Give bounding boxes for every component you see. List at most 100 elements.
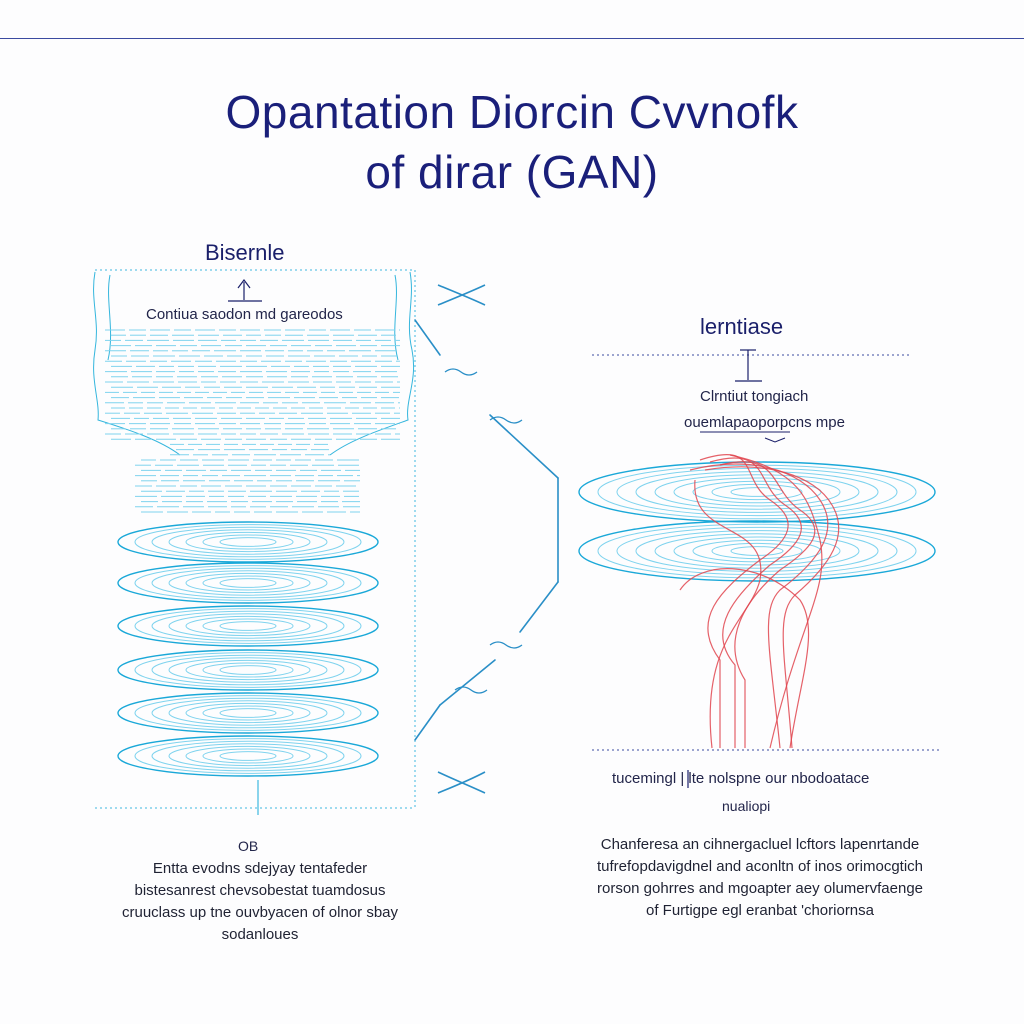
cross-mark-top bbox=[437, 284, 486, 306]
diagram-title: Opantation Diorcin Cvvnofk of dirar (GAN… bbox=[0, 82, 1024, 202]
right-caption: Chanferesa an cihnergacluel lcftors lape… bbox=[560, 834, 960, 922]
disc-ring bbox=[185, 572, 311, 594]
disc-ring bbox=[168, 700, 328, 726]
disc-ring bbox=[134, 524, 362, 560]
left-panel-sublabel: Contiua saodon md gareodos bbox=[146, 306, 343, 323]
disc-ring bbox=[117, 649, 379, 691]
disc-ring bbox=[654, 474, 860, 510]
left-panel-frame bbox=[95, 269, 416, 809]
disc-ring bbox=[117, 521, 379, 563]
right-disc-stack bbox=[578, 461, 936, 582]
disc-ring bbox=[597, 464, 917, 520]
disc-ring bbox=[654, 533, 860, 569]
left-disc-stack bbox=[117, 521, 379, 777]
disc-ring bbox=[219, 665, 277, 675]
left-hatch-block bbox=[105, 329, 400, 513]
disc-ring bbox=[578, 520, 936, 582]
disc-ring bbox=[185, 702, 311, 724]
title-line-2: of dirar (GAN) bbox=[365, 146, 659, 198]
disc-ring bbox=[185, 531, 311, 553]
disc-ring bbox=[151, 567, 345, 599]
right-panel-frame bbox=[592, 354, 940, 751]
disc-ring bbox=[616, 526, 898, 576]
disc-ring bbox=[202, 748, 294, 764]
left-caption-line: cruuclass up tne ouvbyacen of olnor sbay bbox=[122, 904, 398, 921]
right-caption-line: rorson gohrres and mgoapter aey olumervf… bbox=[596, 880, 924, 897]
right-bottom-label-2: nualiopi bbox=[722, 798, 771, 814]
disc-ring bbox=[635, 471, 879, 513]
disc-ring bbox=[202, 618, 294, 634]
right-caption-line: Chanferesa an cihnergacluel lcftors lape… bbox=[600, 836, 920, 853]
disc-ring bbox=[711, 542, 803, 560]
disc-ring bbox=[168, 613, 328, 639]
left-panel-heading: Bisernle bbox=[205, 240, 285, 265]
disc-ring bbox=[134, 652, 362, 688]
disc-ring bbox=[673, 477, 841, 507]
red-flow-lines bbox=[679, 454, 840, 749]
disc-ring bbox=[219, 621, 277, 631]
title-line-1: Opantation Diorcin Cvvnofk bbox=[225, 86, 799, 138]
right-caption-line: of Furtigpe egl eranbat 'choriornsa bbox=[646, 902, 874, 919]
disc-ring bbox=[134, 738, 362, 774]
left-caption-line: sodanloues bbox=[221, 926, 299, 943]
red-flow-line bbox=[719, 461, 816, 748]
cross-mark-bottom bbox=[437, 771, 486, 794]
disc-ring bbox=[578, 461, 936, 523]
disc-ring bbox=[711, 483, 803, 501]
panel-connector bbox=[414, 319, 559, 741]
right-panel-sublabel-2: ouemlapaoporpcns mpe bbox=[684, 414, 845, 431]
disc-ring bbox=[134, 608, 362, 644]
disc-ring bbox=[151, 654, 345, 686]
red-flow-line bbox=[704, 466, 840, 749]
disc-ring bbox=[168, 657, 328, 683]
disc-ring bbox=[185, 745, 311, 767]
disc-ring bbox=[202, 662, 294, 678]
top-rule bbox=[0, 38, 1024, 39]
disc-ring bbox=[673, 536, 841, 566]
disc-ring bbox=[134, 565, 362, 601]
right-panel-heading: lerntiase bbox=[700, 314, 784, 339]
left-bottom-tag: OB bbox=[238, 838, 259, 854]
disc-ring bbox=[202, 575, 294, 591]
disc-ring bbox=[219, 537, 277, 547]
disc-ring bbox=[134, 695, 362, 731]
left-up-arrow bbox=[228, 279, 262, 302]
left-caption-line: bistesanrest chevsobestat tuamdosus bbox=[134, 882, 386, 899]
right-panel-sublabel-1: Clrntiut tongiach bbox=[700, 388, 809, 405]
disc-ring bbox=[219, 751, 277, 761]
left-caption-line: Entta evodns sdejyay tentafeder bbox=[152, 860, 368, 877]
connector-wave-marks bbox=[444, 368, 523, 694]
disc-ring bbox=[168, 743, 328, 769]
disc-ring bbox=[117, 562, 379, 604]
red-flow-line bbox=[679, 568, 810, 749]
right-marker bbox=[735, 349, 762, 382]
disc-ring bbox=[151, 610, 345, 642]
left-caption: Entta evodns sdejyay tentafeder bistesan… bbox=[70, 858, 450, 946]
disc-ring bbox=[117, 735, 379, 777]
right-caption-line: tufrefopdavigdnel and aconltn of inos or… bbox=[596, 858, 924, 875]
disc-ring bbox=[219, 708, 277, 718]
disc-ring bbox=[616, 467, 898, 517]
disc-ring bbox=[151, 740, 345, 772]
red-flow-line bbox=[694, 479, 762, 749]
disc-ring bbox=[219, 578, 277, 588]
disc-ring bbox=[151, 526, 345, 558]
right-pointer bbox=[700, 431, 790, 443]
red-flow-line bbox=[709, 457, 802, 748]
disc-ring bbox=[185, 659, 311, 681]
disc-ring bbox=[730, 487, 784, 497]
disc-ring bbox=[202, 705, 294, 721]
disc-ring bbox=[168, 529, 328, 555]
disc-ring bbox=[185, 615, 311, 637]
disc-ring bbox=[117, 605, 379, 647]
right-bottom-label-1: tucemingl | lte nolspne our nbodoatace bbox=[612, 770, 870, 787]
disc-ring bbox=[597, 523, 917, 579]
left-top-outline bbox=[93, 271, 415, 456]
disc-ring bbox=[730, 546, 784, 556]
disc-ring bbox=[202, 534, 294, 550]
disc-ring bbox=[168, 570, 328, 596]
disc-ring bbox=[117, 692, 379, 734]
red-flow-line bbox=[729, 454, 823, 749]
red-flow-line bbox=[699, 454, 789, 748]
